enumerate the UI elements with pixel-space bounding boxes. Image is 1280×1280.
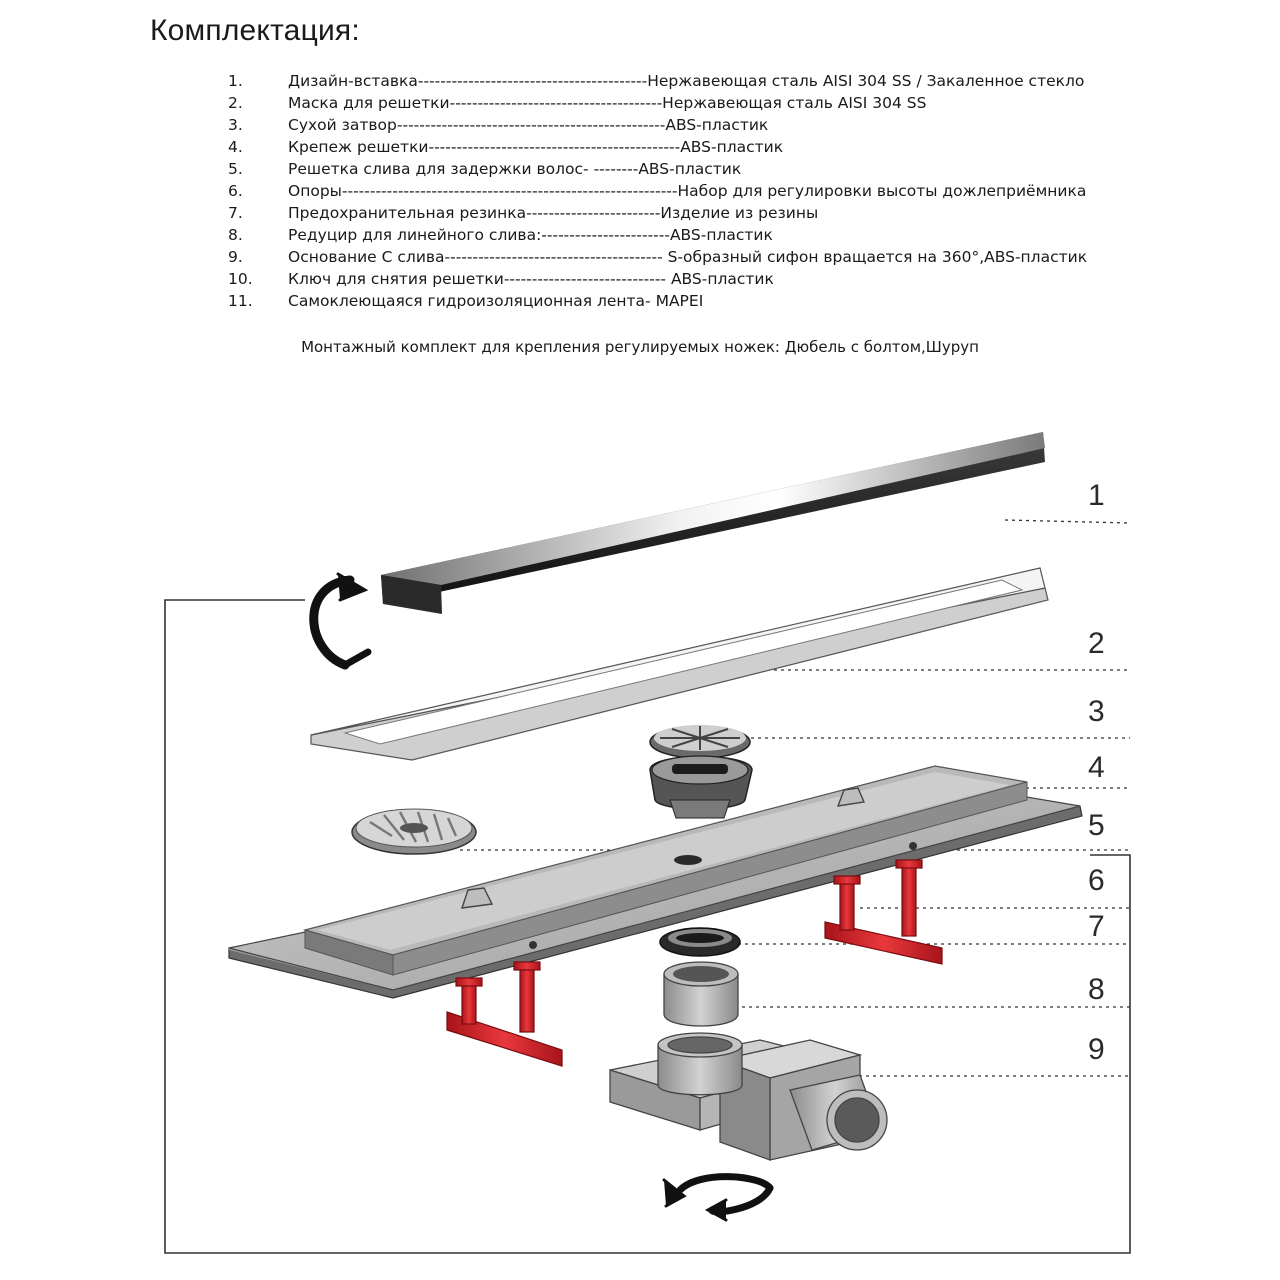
item-material: S-образный сифон вращается на 360°,ABS-п… xyxy=(662,248,1088,266)
item-material: ABS-пластик xyxy=(666,270,774,288)
callout-numbers: 1 2 3 4 5 6 7 8 9 xyxy=(1088,479,1105,1066)
item-name: Решетка слива для задержки волос- xyxy=(288,160,589,178)
reducer xyxy=(663,961,739,1027)
item-name: Крепеж решетки xyxy=(288,138,429,156)
grate-mask xyxy=(310,567,1049,761)
callout-9: 9 xyxy=(1088,1033,1105,1066)
callout-5: 5 xyxy=(1088,809,1105,842)
item-line: Основание С слива-----------------------… xyxy=(288,246,1087,268)
callout-6: 6 xyxy=(1088,864,1105,897)
callout-1: 1 xyxy=(1088,479,1105,512)
item-number: 7. xyxy=(228,204,243,222)
callout-2: 2 xyxy=(1088,627,1105,660)
item-material: Набор для регулировки высоты дожлеприёмн… xyxy=(677,182,1087,200)
rotate-arrow-icon xyxy=(309,572,372,670)
components-list: 1. Дизайн-вставка-----------------------… xyxy=(228,70,1088,312)
item-number: 1. xyxy=(228,72,243,90)
list-item: 8. Редуцир для линейного слива:---------… xyxy=(228,224,1088,246)
drain-channel xyxy=(228,765,1083,999)
callout-7: 7 xyxy=(1088,910,1105,943)
list-item: 7. Предохранительная резинка------------… xyxy=(228,202,1088,224)
list-item: 4. Крепеж решетки-----------------------… xyxy=(228,136,1088,158)
callout-3: 3 xyxy=(1088,695,1105,728)
item-name: Опоры xyxy=(288,182,342,200)
item-leader: ----------------------------------------… xyxy=(417,72,648,90)
list-item: 1. Дизайн-вставка-----------------------… xyxy=(228,70,1088,92)
rubber-ring xyxy=(659,927,741,957)
rotate-360-icon xyxy=(662,1173,774,1222)
item-line: Опоры-----------------------------------… xyxy=(288,180,1086,202)
mounting-kit-note: Монтажный комплект для крепления регулир… xyxy=(301,338,979,356)
exploded-drain-diagram: 1 2 3 4 5 6 7 8 9 xyxy=(164,432,1131,1254)
list-item: 10. Ключ для снятия решетки-------------… xyxy=(228,268,1088,290)
item-name: Дизайн-вставка xyxy=(288,72,418,90)
item-number: 2. xyxy=(228,94,243,112)
item-leader: ----------------------------------------… xyxy=(341,182,678,200)
design-insert xyxy=(381,432,1045,614)
callout-8: 8 xyxy=(1088,973,1105,1006)
item-material: ABS-пластик xyxy=(638,160,742,178)
item-material: ABS-пластик xyxy=(680,138,784,156)
item-line: Дизайн-вставка--------------------------… xyxy=(288,70,1084,92)
list-item: 11. Самоклеющаяся гидроизоляционная лент… xyxy=(228,290,1088,312)
item-leader: -------- xyxy=(588,160,639,178)
item-line: Ключ для снятия решетки-----------------… xyxy=(288,268,774,290)
page-title: Комплектация: xyxy=(150,14,360,47)
item-name: Самоклеющаяся гидроизоляционная лента- M… xyxy=(288,292,704,310)
item-material: ABS-пластик xyxy=(669,226,773,244)
item-number: 5. xyxy=(228,160,243,178)
item-line: Предохранительная резинка---------------… xyxy=(288,202,818,224)
item-leader: ----------------------- xyxy=(541,226,670,244)
item-number: 9. xyxy=(228,248,243,266)
item-material: Нержавеющая сталь AISI 304 SS / Закаленн… xyxy=(647,72,1085,90)
item-leader: --------------------------------------- xyxy=(444,248,663,266)
item-name: Редуцир для линейного слива: xyxy=(288,226,542,244)
item-material: Нержавеющая сталь AISI 304 SS xyxy=(662,94,927,112)
item-leader: -------------------------------------- xyxy=(449,94,663,112)
item-number: 3. xyxy=(228,116,243,134)
item-number: 6. xyxy=(228,182,243,200)
item-leader: ----------------------------- xyxy=(503,270,667,288)
item-leader: ----------------------------------------… xyxy=(396,116,666,134)
item-name: Ключ для снятия решетки xyxy=(288,270,504,288)
drain-base xyxy=(609,1032,888,1161)
list-item: 9. Основание С слива--------------------… xyxy=(228,246,1088,268)
item-name: Маска для решетки xyxy=(288,94,450,112)
list-item: 3. Сухой затвор-------------------------… xyxy=(228,114,1088,136)
item-name: Сухой затвор xyxy=(288,116,397,134)
item-line: Решетка слива для задержки волос- ------… xyxy=(288,158,741,180)
item-line: Сухой затвор----------------------------… xyxy=(288,114,768,136)
item-line: Самоклеющаяся гидроизоляционная лента- M… xyxy=(288,290,703,312)
item-leader: ------------------------ xyxy=(526,204,661,222)
item-line: Редуцир для линейного слива:------------… xyxy=(288,224,773,246)
item-number: 8. xyxy=(228,226,243,244)
item-leader: ----------------------------------------… xyxy=(428,138,681,156)
item-name: Предохранительная резинка xyxy=(288,204,527,222)
item-line: Крепеж решетки--------------------------… xyxy=(288,136,783,158)
hair-filter-grate xyxy=(351,808,477,855)
adjustable-supports xyxy=(446,859,943,1067)
callout-4: 4 xyxy=(1088,751,1105,784)
item-number: 11. xyxy=(228,292,253,310)
diagram-frame xyxy=(164,599,1131,1254)
item-material: Изделие из резины xyxy=(660,204,819,222)
item-number: 10. xyxy=(228,270,253,288)
dry-trap xyxy=(649,725,753,819)
item-name: Основание С слива xyxy=(288,248,445,266)
list-item: 6. Опоры--------------------------------… xyxy=(228,180,1088,202)
item-line: Маска для решетки-----------------------… xyxy=(288,92,926,114)
list-item: 5. Решетка слива для задержки волос- ---… xyxy=(228,158,1088,180)
item-number: 4. xyxy=(228,138,243,156)
list-item: 2. Маска для решетки--------------------… xyxy=(228,92,1088,114)
item-material: ABS-пластик xyxy=(665,116,769,134)
